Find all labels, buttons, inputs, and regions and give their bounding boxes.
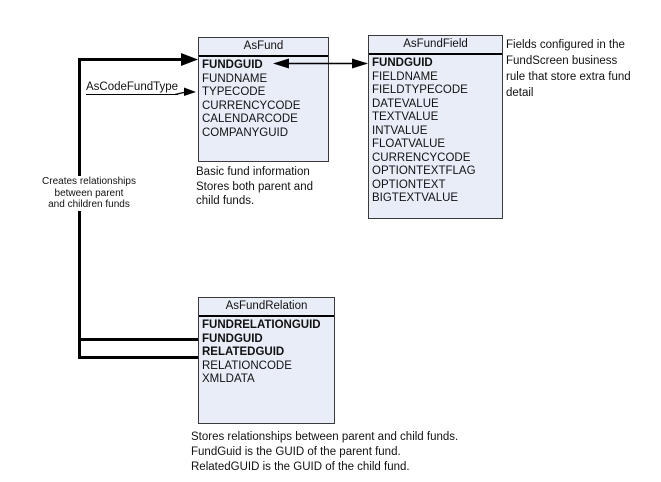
field-datevalue: DATEVALUE	[372, 97, 439, 110]
field-fundname: FUNDNAME	[202, 72, 268, 85]
field-companyguid: COMPANYGUID	[202, 126, 289, 139]
field-fundguid: FUNDGUID	[372, 57, 433, 69]
field-relatedguid: RELATEDGUID	[202, 346, 285, 358]
note-creates-relationships: Creates relationships between parent and…	[26, 176, 152, 211]
arrowhead-right-icon	[352, 58, 368, 69]
field-currencycode: CURRENCYCODE	[202, 99, 301, 112]
field-fieldtypecode: FIELDTYPECODE	[372, 84, 468, 96]
field-fundrelationguid: FUNDRELATIONGUID	[202, 319, 321, 331]
table-asfundfield-title: AsFundField	[369, 36, 502, 55]
field-relationcode: RELATIONCODE	[202, 359, 292, 372]
field-optiontext: OPTIONTEXT	[372, 178, 446, 191]
note-asfundfield: Fields configured in the FundScreen busi…	[506, 39, 631, 99]
label-ascodefundtype: AsCodeFundType	[86, 81, 179, 95]
field-calendarcode: CALENDARCODE	[202, 113, 298, 125]
field-fundguid: FUNDGUID	[202, 332, 263, 345]
field-optiontextflag: OPTIONTEXTFLAG	[372, 165, 476, 177]
note-asfundrelation: Stores relationships between parent and …	[191, 431, 459, 473]
table-asfundrelation-title: AsFundRelation	[199, 298, 334, 317]
field-fundguid: FUNDGUID	[202, 59, 263, 71]
field-bigtextvalue: BIGTEXTVALUE	[372, 192, 459, 204]
arrowhead-typecode-icon	[184, 87, 196, 96]
field-typecode: TYPECODE	[202, 86, 266, 98]
arrowhead-into-asfund-icon	[181, 53, 198, 66]
field-textvalue: TEXTVALUE	[372, 111, 439, 123]
field-intvalue: INTVALUE	[372, 124, 428, 137]
field-xmldata: XMLDATA	[202, 373, 255, 385]
field-fieldname: FIELDNAME	[372, 70, 438, 83]
field-floatvalue: FLOATVALUE	[372, 138, 446, 150]
field-currencycode: CURRENCYCODE	[372, 151, 471, 164]
note-asfund: Basic fund information Stores both paren…	[196, 166, 313, 207]
table-asfund-title: AsFund	[199, 38, 328, 57]
